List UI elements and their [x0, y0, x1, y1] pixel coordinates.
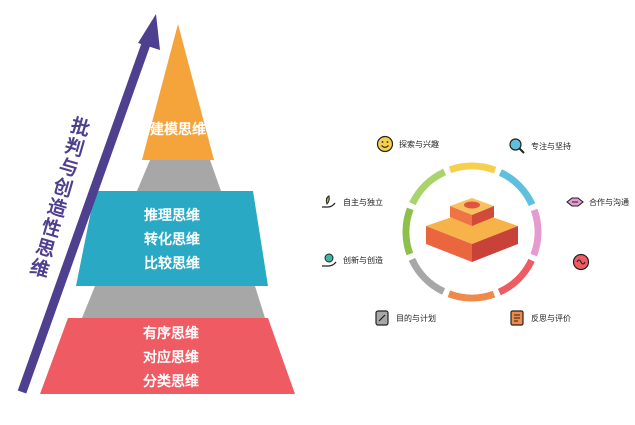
tier-middle-label: 推理思维 转化思维 比较思维 — [120, 204, 224, 276]
ring-segment — [448, 162, 497, 174]
skill-label: 自主与独立 — [343, 197, 383, 207]
skill-explore: 探索与兴趣 — [376, 135, 439, 153]
connector-bottom — [82, 286, 265, 318]
tier-label-line: 比较思维 — [144, 256, 200, 272]
tier-label-line: 建模思维 — [150, 122, 206, 138]
skill-thinking — [572, 253, 595, 271]
skill-ring — [402, 162, 542, 302]
skill-label: 合作与沟通 — [589, 197, 629, 207]
smiley-icon — [376, 135, 394, 153]
skill-reflect: 反思与评价 — [508, 309, 571, 327]
ring-segment — [497, 258, 535, 296]
axis-arrowhead — [138, 14, 160, 50]
tier-top-label: 建模思维 — [136, 118, 220, 142]
skill-autonomy: 自主与独立 — [320, 193, 383, 211]
hand-plant-icon — [322, 253, 337, 267]
tier-label-line: 转化思维 — [144, 232, 200, 248]
ring-segment — [498, 169, 536, 207]
skill-label: 专注与坚持 — [531, 141, 571, 151]
skill-label: 反思与评价 — [531, 313, 571, 323]
skill-label: 探索与兴趣 — [399, 139, 439, 149]
ring-segment — [447, 290, 496, 302]
skill-focus: 专注与坚持 — [508, 137, 571, 155]
handshake-icon — [566, 197, 584, 207]
axis-arrow-line — [17, 42, 151, 394]
notepad-icon — [375, 310, 389, 326]
skill-plan: 目的与计划 — [373, 309, 436, 327]
tier-top — [142, 24, 214, 160]
skill-cooperate: 合作与沟通 — [566, 193, 629, 211]
tier-bottom — [40, 318, 295, 394]
tier-label-line: 推理思维 — [144, 208, 200, 224]
tier-label-line: 分类思维 — [143, 374, 199, 390]
skill-create: 创新与创造 — [320, 251, 383, 269]
ring-segment — [402, 207, 414, 256]
ring-segment — [409, 168, 447, 206]
ring-segment — [408, 257, 446, 295]
tier-label-line: 对应思维 — [143, 350, 199, 366]
ring-segment — [530, 208, 542, 257]
skill-label: 目的与计划 — [396, 313, 436, 323]
tier-middle — [76, 191, 268, 286]
brain-icon — [572, 253, 590, 271]
document-icon — [510, 310, 524, 326]
connector-top — [137, 160, 221, 191]
hand-sprout-icon — [322, 195, 336, 208]
skill-label: 创新与创造 — [343, 255, 383, 265]
tier-label-line: 有序思维 — [143, 326, 199, 342]
tier-bottom-label: 有序思维 对应思维 分类思维 — [116, 322, 226, 394]
magnifier-icon — [509, 138, 525, 154]
central-cube-icon — [426, 198, 518, 262]
